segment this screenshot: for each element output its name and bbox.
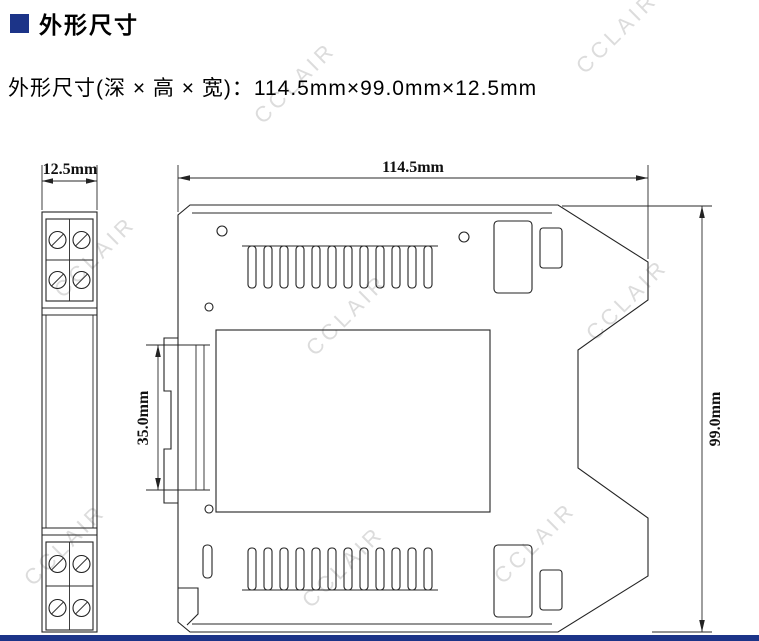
screw-boss (216, 225, 228, 237)
vent-comb-bottom (242, 547, 438, 591)
vent-comb-top (242, 245, 438, 289)
screw-terminal (48, 554, 67, 574)
section-marker-icon (10, 13, 29, 33)
front-width-dimension: 12.5mm (41, 161, 98, 210)
watermark-text: CCLAIR (571, 0, 663, 79)
side-depth-dimension: 114.5mm (177, 159, 649, 259)
side-height-label: 99.0mm (707, 391, 724, 446)
din-slot-dimension: 35.0mm (135, 344, 210, 491)
watermark-text: CCLAIR (581, 254, 673, 346)
watermark-text: CCLAIR (301, 269, 393, 361)
bottom-accent-bar (0, 635, 759, 641)
front-terminal-block-bottom (45, 541, 94, 631)
side-height-dimension: 99.0mm (562, 205, 724, 633)
label-recess (215, 329, 491, 513)
clip-foot (178, 544, 213, 626)
side-body-outline (177, 204, 649, 633)
side-depth-label: 114.5mm (382, 159, 444, 176)
terminal-opening-bottom (493, 544, 563, 618)
screw-boss (458, 231, 470, 243)
front-body-outline (41, 211, 98, 633)
page-title: 外形尺寸 (39, 12, 139, 38)
watermark-text: CCLAIR (297, 521, 389, 613)
dimension-summary-text: 外形尺寸(深 × 高 × 宽)：114.5mm×99.0mm×12.5mm (8, 77, 538, 100)
section-header: 外形尺寸 (10, 6, 139, 40)
screw-terminal (72, 598, 91, 618)
screw-terminal (48, 598, 67, 618)
terminal-opening-top (493, 220, 563, 294)
din-slot-label: 35.0mm (135, 390, 152, 445)
screw-terminal (72, 230, 91, 250)
din-rail-clip (163, 337, 205, 504)
front-view: 12.5mm (41, 161, 98, 633)
side-view: 114.5mm 99.0mm 35.0mm (135, 159, 724, 633)
screw-boss (204, 504, 214, 514)
screw-terminal (48, 230, 67, 250)
front-width-label: 12.5mm (43, 161, 98, 178)
watermark-text: CCLAIR (489, 497, 581, 589)
screw-terminal (72, 554, 91, 574)
screw-terminal (48, 270, 67, 290)
screw-terminal (72, 270, 91, 290)
front-terminal-block-top (45, 218, 94, 302)
screw-boss (204, 302, 214, 312)
watermark-text: CCLAIR (49, 211, 141, 303)
